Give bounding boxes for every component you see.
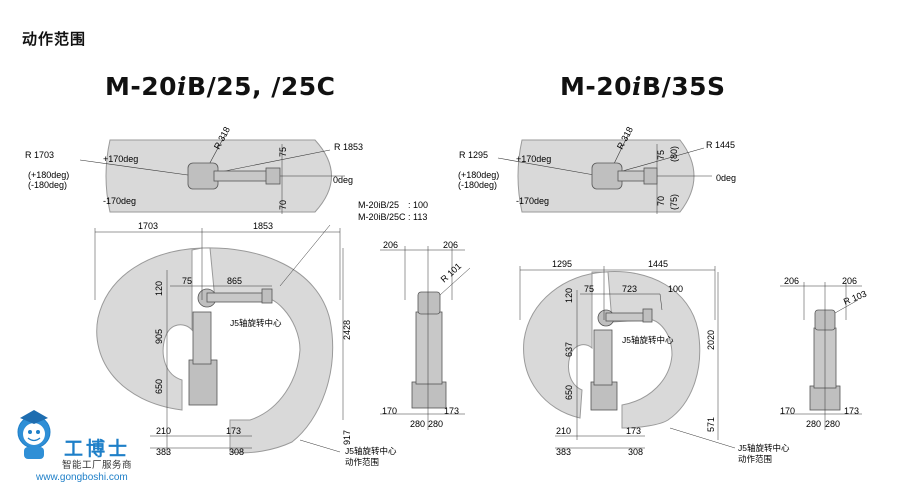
dim-top: 120 [564,288,574,303]
label-rear-radius: R 1295 [459,150,488,160]
dim-front: 1445 [648,259,668,269]
dim-front: 1853 [253,221,273,231]
front-width-right: 206 [842,276,857,286]
front-radius: R 101 [439,261,464,285]
dim-bottom-1: 210 [556,426,571,436]
dim-forearm: 723 [622,284,637,294]
top-view-robot [187,162,281,190]
top-view-m20ib-25: +170deg -170deg R 1703 (+180deg) (-180de… [25,125,363,214]
dim-rear: 1295 [552,259,572,269]
label-zero-angle: 0deg [333,175,353,185]
j5-center-label: J5轴旋转中心 [622,335,674,345]
dim-base: 650 [154,379,164,394]
dim-bottom-3: 173 [626,426,641,436]
front-base-mid-1: 280 [806,419,821,429]
dim-mid: 637 [564,342,574,357]
label-plus-angle: +170deg [103,154,138,164]
j5-range-label-line2: 动作范围 [345,457,379,467]
front-width-left: 206 [784,276,799,286]
logo-url[interactable]: www.gongboshi.com [36,472,128,483]
dim-upper-arm: 75 [584,284,594,294]
j5-range-label-line1: J5轴旋转中心 [345,446,397,456]
label-lower-offset: 70 [656,196,666,206]
dim-tip: 100 [668,284,683,294]
label-upper-offset: 75 [656,150,666,160]
label-lower-offset: 70 [278,200,288,210]
label-plus-alt: (+180deg) [458,170,499,180]
dim-total: 2428 [342,320,352,340]
side-view-m20ib-35s: 1295 1445 75 723 100 120 637 650 2020 57… [519,259,790,464]
front-base-mid-2: 280 [825,419,840,429]
label-upper-offset-alt: (80) [669,146,679,162]
label-front-radius: R 1445 [706,140,735,150]
label-zero-angle: 0deg [716,173,736,183]
side-view-m20ib-25: 1703 1853 75 865 120 905 650 2428 917 21… [94,200,428,467]
dim-mid: 905 [154,329,164,344]
model-title-prefix: M-20 [105,72,178,101]
logo-name: 工博士 [64,438,131,460]
label-minus-angle: -170deg [103,196,136,206]
label-minus-alt: (-180deg) [458,180,497,190]
dim-upper-arm: 75 [182,276,192,286]
label-plus-alt: (+180deg) [28,170,69,180]
label-rear-radius: R 1703 [25,150,54,160]
model-title-suffix: B/35S [642,72,726,101]
dim-total: 2020 [706,330,716,350]
variant-note-2: M-20iB/25C : 113 [358,212,427,222]
model-title-suffix: B/25, /25C [187,72,336,101]
front-width-right: 206 [443,240,458,250]
dim-bottom-4: 308 [628,447,643,457]
dim-bottom-2: 383 [156,447,171,457]
logo-mascot-icon [17,410,51,459]
label-minus-alt: (-180deg) [28,180,67,190]
dim-rear: 1703 [138,221,158,231]
top-view-m20ib-35s: +170deg -170deg R 1295 (+180deg) (-180de… [458,125,736,214]
dim-bottom-2: 383 [556,447,571,457]
top-view-robot [591,162,658,190]
section-title: 动作范围 [22,31,87,48]
dim-bottom-1: 210 [156,426,171,436]
j5-range-label-line1: J5轴旋转中心 [738,443,790,453]
front-base-mid-1: 280 [410,419,425,429]
front-base-right: 173 [844,406,859,416]
side-view-robot [188,288,273,406]
dim-below: 571 [706,417,716,432]
front-base-right: 173 [444,406,459,416]
front-view-m20ib-35s: 206 206 R 103 170 173 280 280 [780,276,868,430]
model-title-italic: i [177,72,188,101]
side-view-envelope [96,247,334,454]
dim-base: 650 [564,385,574,400]
side-view-envelope [523,271,701,429]
dim-forearm: 865 [227,276,242,286]
front-base-mid-2: 280 [428,419,443,429]
front-base-left: 170 [382,406,397,416]
j5-range-label-line2: 动作范围 [738,454,772,464]
model-title-m20ib-25: M-20iB/25, /25C [105,72,336,101]
logo-subtitle: 智能工厂服务商 [62,460,133,471]
dim-top: 120 [154,281,164,296]
front-width-left: 206 [383,240,398,250]
j5-center-label: J5轴旋转中心 [230,318,282,328]
variant-note-1: M-20iB/25 : 100 [358,200,428,210]
label-front-radius: R 1853 [334,142,363,152]
label-upper-offset: 75 [278,147,288,157]
front-base-left: 170 [780,406,795,416]
label-minus-angle: -170deg [516,196,549,206]
dim-below: 917 [342,430,352,445]
dim-bottom-3: 173 [226,426,241,436]
side-view-robot [590,308,653,411]
label-plus-angle: +170deg [516,154,551,164]
dim-bottom-4: 308 [229,447,244,457]
model-title-italic: i [632,72,643,101]
label-lower-offset-alt: (75) [669,194,679,210]
front-view-m20ib-25: 206 206 R 101 170 173 280 280 [380,240,471,430]
model-title-prefix: M-20 [560,72,633,101]
model-title-m20ib-35s: M-20iB/35S [560,72,726,101]
